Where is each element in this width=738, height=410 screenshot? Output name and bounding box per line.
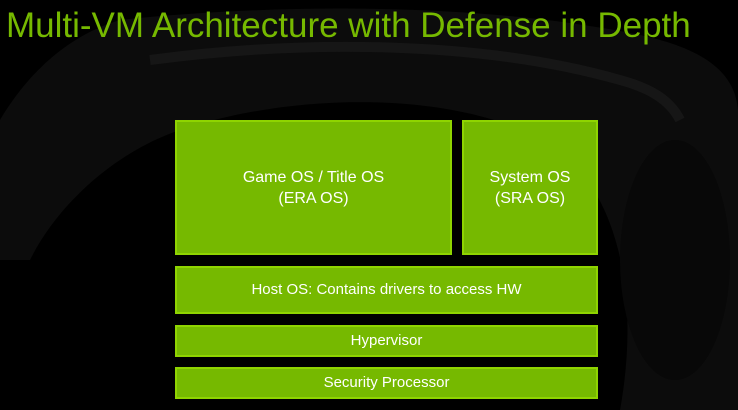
hypervisor-label: Hypervisor — [350, 332, 423, 349]
system-os-label: System OS — [489, 168, 571, 186]
security-processor-block: Security Processor — [175, 367, 598, 399]
security-processor-label: Security Processor — [323, 374, 450, 391]
hypervisor-block: Hypervisor — [175, 325, 598, 357]
system-os-sublabel: (SRA OS) — [494, 189, 566, 207]
host-os-block: Host OS: Contains drivers to access HW — [175, 266, 598, 314]
game-os-label: Game OS / Title OS — [242, 168, 385, 186]
host-os-label: Host OS: Contains drivers to access HW — [251, 281, 522, 298]
game-os-sublabel: (ERA OS) — [278, 189, 349, 207]
system-os-block: System OS (SRA OS) — [462, 120, 598, 255]
game-os-block: Game OS / Title OS (ERA OS) — [175, 120, 452, 255]
slide-title: Multi-VM Architecture with Defense in De… — [6, 6, 691, 45]
